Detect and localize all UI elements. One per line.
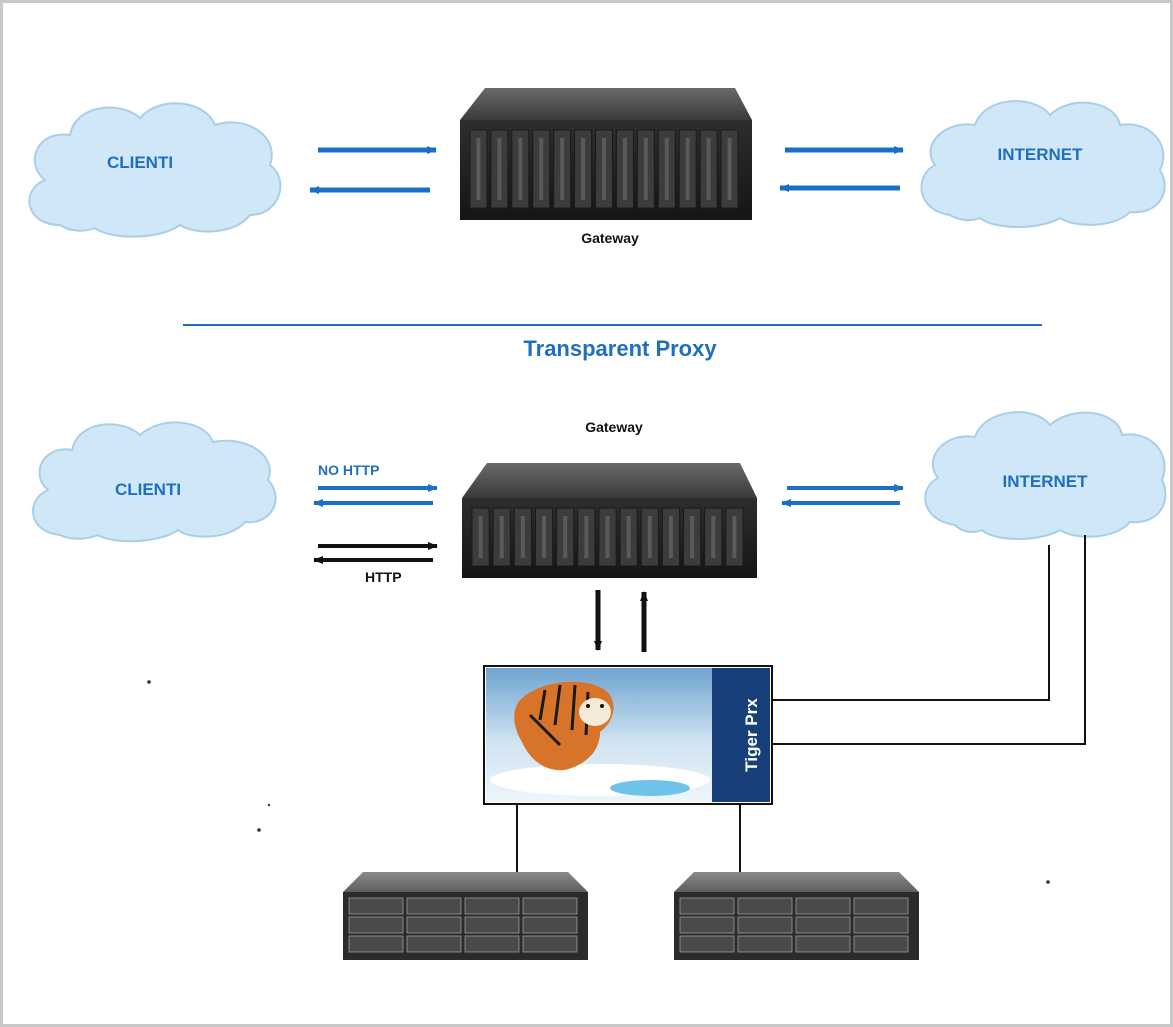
dot bbox=[1046, 880, 1050, 884]
storage-array-left-storage-array-icon bbox=[343, 872, 588, 960]
bottom-clients-label: CLIENTI bbox=[115, 480, 181, 499]
bottom-internet-label: INTERNET bbox=[1003, 472, 1089, 491]
storage-drive bbox=[737, 916, 793, 934]
dot bbox=[147, 680, 151, 684]
section-title: Transparent Proxy bbox=[523, 336, 717, 361]
bottom-clients-cloud: CLIENTI bbox=[32, 421, 277, 543]
bottom-internet-cloud: INTERNET bbox=[924, 411, 1167, 540]
drive-bay-handle bbox=[542, 516, 547, 558]
storage-drive bbox=[853, 935, 909, 953]
storage-drive bbox=[737, 935, 793, 953]
top-clients-label: CLIENTI bbox=[107, 153, 173, 172]
top-internet-cloud: INTERNET bbox=[920, 100, 1166, 228]
drive-bay-handle bbox=[602, 138, 606, 200]
tiger-photo bbox=[486, 668, 712, 802]
drive-bay-handle bbox=[647, 516, 652, 558]
bottom-gateway-label: Gateway bbox=[585, 419, 643, 435]
drive-bay-handle bbox=[605, 516, 610, 558]
storage-drive bbox=[853, 916, 909, 934]
top-clients-cloud: CLIENTI bbox=[28, 102, 282, 238]
drive-bay-handle bbox=[685, 138, 690, 200]
storage-drive bbox=[406, 916, 462, 934]
drive-bay-handle bbox=[643, 138, 648, 200]
drive-bay-handle bbox=[626, 516, 631, 558]
storage-drive bbox=[522, 916, 578, 934]
drive-bay-handle bbox=[732, 516, 737, 558]
http-label: HTTP bbox=[365, 569, 402, 585]
storage-drive bbox=[406, 897, 462, 915]
drive-bay-handle bbox=[711, 516, 716, 558]
storage-drive bbox=[795, 935, 851, 953]
drive-bay-handle bbox=[584, 516, 589, 558]
top-internet-label: INTERNET bbox=[998, 145, 1084, 164]
storage-drive bbox=[853, 897, 909, 915]
storage-drive bbox=[464, 935, 520, 953]
storage-drive bbox=[795, 897, 851, 915]
proxy-box: Tiger Prx bbox=[483, 665, 773, 805]
storage-drive bbox=[522, 935, 578, 953]
storage-drive bbox=[406, 935, 462, 953]
dot bbox=[267, 803, 271, 807]
storage-drive bbox=[348, 935, 404, 953]
top-gateway-label: Gateway bbox=[581, 230, 639, 246]
no-http-label: NO HTTP bbox=[318, 462, 379, 478]
storage-drive bbox=[679, 935, 735, 953]
storage-drive bbox=[522, 897, 578, 915]
drive-bay-handle bbox=[560, 138, 565, 200]
proxy-label: Tiger Prx bbox=[742, 698, 761, 772]
storage-drive bbox=[795, 916, 851, 934]
top-gateway-rack-server-icon bbox=[460, 88, 752, 220]
drive-bay-handle bbox=[539, 138, 544, 200]
link-proxy-internet-1 bbox=[772, 545, 1050, 701]
drive-bay-handle bbox=[497, 138, 502, 200]
drive-bay-handle bbox=[622, 138, 627, 200]
bottom-gateway-rack-server-icon bbox=[462, 463, 757, 578]
storage-drive bbox=[679, 897, 735, 915]
drive-bay-handle bbox=[520, 516, 525, 558]
storage-drive bbox=[679, 916, 735, 934]
storage-drive bbox=[464, 916, 520, 934]
storage-drive bbox=[464, 897, 520, 915]
drive-bay-handle bbox=[727, 138, 732, 200]
drive-bay-handle bbox=[499, 516, 504, 558]
drive-bay-handle bbox=[563, 516, 568, 558]
drive-bay-handle bbox=[581, 138, 586, 200]
dot bbox=[257, 828, 261, 832]
bottom-gateway-bays bbox=[471, 507, 744, 567]
storage-drive bbox=[348, 916, 404, 934]
drive-bay-handle bbox=[706, 138, 711, 200]
storage-drive bbox=[348, 897, 404, 915]
drive-bay-handle bbox=[478, 516, 483, 558]
drive-bay-handle bbox=[476, 138, 481, 200]
drive-bay-handle bbox=[518, 138, 523, 200]
storage-drive bbox=[737, 897, 793, 915]
link-proxy-internet-2 bbox=[772, 535, 1086, 745]
storage-array-right-storage-array-icon bbox=[674, 872, 919, 960]
drive-bay-handle bbox=[690, 516, 695, 558]
drive-bay-handle bbox=[664, 138, 669, 200]
drive-bay-handle bbox=[668, 516, 673, 558]
top-gateway-bays bbox=[469, 129, 739, 209]
